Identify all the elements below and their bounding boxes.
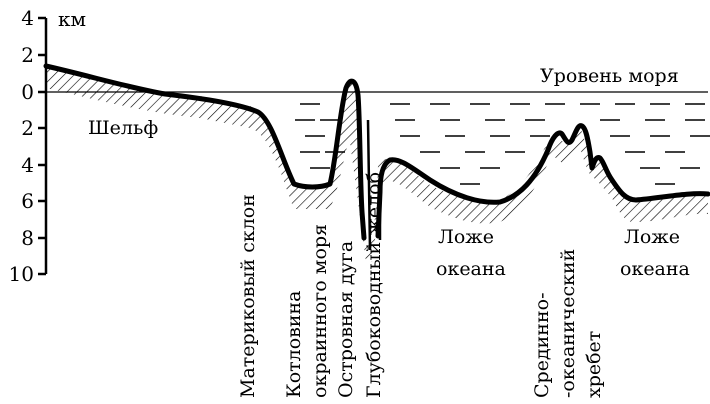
marginal-basin-label-1: Котловина bbox=[283, 290, 305, 398]
sea-level-label: Уровень моря bbox=[540, 65, 679, 87]
depth-axis: 4 2 0 2 4 6 8 10 км bbox=[9, 6, 87, 286]
tick-label: 4 bbox=[21, 153, 34, 177]
tick-label: 2 bbox=[21, 116, 34, 140]
ridge-label-1: Срединно- bbox=[531, 293, 553, 399]
tick-label: 8 bbox=[21, 226, 34, 250]
tick-label: 2 bbox=[21, 43, 34, 67]
tick-label: 0 bbox=[21, 80, 34, 104]
ocean-floor-label-2b: океана bbox=[620, 258, 690, 280]
ridge-label-2: -океанический bbox=[557, 249, 579, 398]
ocean-floor-label-2a: Ложе bbox=[624, 226, 680, 248]
trench-inner-wall bbox=[366, 119, 382, 251]
shelf-label: Шельф bbox=[88, 117, 158, 139]
axis-unit: км bbox=[58, 7, 86, 31]
continental-slope-label: Материковый склон bbox=[237, 194, 259, 398]
seabed-profile-line bbox=[43, 63, 710, 241]
ocean-floor-label-1a: Ложе bbox=[438, 226, 494, 248]
marginal-basin-label-2: окраинного моря bbox=[309, 224, 331, 398]
ocean-floor-label-1b: океана bbox=[436, 258, 506, 280]
ridge-label-3: хребет bbox=[583, 331, 605, 398]
tick-label: 4 bbox=[21, 6, 34, 30]
tick-label: 10 bbox=[9, 262, 34, 286]
tick-label: 6 bbox=[21, 189, 34, 213]
trench-label: Глубоководный желоб bbox=[363, 172, 385, 398]
seabed-hatching bbox=[46, 66, 708, 262]
island-arc-label: Островная дуга bbox=[335, 241, 357, 398]
